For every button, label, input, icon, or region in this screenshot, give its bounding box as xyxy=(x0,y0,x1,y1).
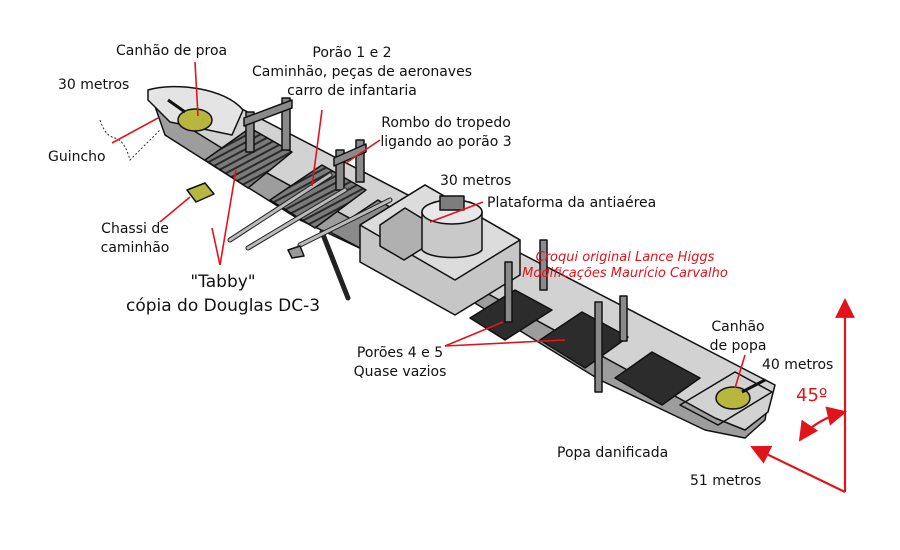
label-aa-platform: Plataforma da antiaérea xyxy=(487,195,657,211)
credits: Croqui original Lance Higgs Modificações… xyxy=(520,250,730,282)
label-stern-gun: Canhão de popa xyxy=(709,319,767,354)
orientation-arrows xyxy=(750,298,855,493)
bow-gun xyxy=(177,108,213,132)
angle-arc xyxy=(798,406,847,442)
hold-1 xyxy=(204,127,293,189)
pointer-hold5 xyxy=(444,339,566,347)
debris xyxy=(287,245,305,259)
label-damaged-stern: Popa danificada xyxy=(557,445,669,461)
label-winch: Guincho xyxy=(48,149,106,165)
truck-chassis xyxy=(186,182,215,203)
label-total-length: 51 metros xyxy=(690,473,762,489)
hold-6 xyxy=(614,351,701,406)
pointer-torpedo xyxy=(345,139,381,164)
label-tabby: "Tabby" cópia do Douglas DC-3 xyxy=(118,270,328,318)
pointer-winch xyxy=(111,117,159,144)
tabby-line2: cópia do Douglas DC-3 xyxy=(125,296,321,316)
tabby-line1: "Tabby" xyxy=(190,272,256,292)
credit-line2: Modificações Maurício Carvalho xyxy=(522,266,728,281)
label-holds-4-5: Porões 4 e 5 Quase vazios xyxy=(348,344,452,382)
pointer-stern-gun xyxy=(734,354,746,389)
pointer-bow-gun xyxy=(194,61,199,117)
torpedo-line2: ligando ao porão 3 xyxy=(380,134,512,150)
kingposts xyxy=(243,97,628,393)
stern-deck xyxy=(679,371,773,426)
label-stern-length: 40 metros xyxy=(762,357,834,373)
pointer-hold2 xyxy=(311,109,323,187)
label-bow-length: 30 metros xyxy=(58,77,130,93)
pointer-hold4 xyxy=(444,321,504,347)
label-truck-chassis: Chassi de caminhão xyxy=(100,221,170,256)
ship-illustration xyxy=(147,85,776,439)
label-angle: 45º xyxy=(796,385,828,406)
credit-line1: Croqui original Lance Higgs xyxy=(535,250,715,265)
annotation-lines xyxy=(111,61,746,389)
label-bow-gun: Canhão de proa xyxy=(116,43,228,59)
label-mid-length: 30 metros xyxy=(440,173,512,189)
hold-5 xyxy=(539,311,629,369)
torpedo-line1: Rombo do tropedo xyxy=(381,115,511,131)
hold-1-2-line2: carro de infantaria xyxy=(287,83,417,99)
holds-4-5-line2: Quase vazios xyxy=(353,364,447,380)
pointer-tabby-a xyxy=(219,169,237,266)
hold-1-2-title: Porão 1 e 2 xyxy=(312,45,392,61)
holds-4-5-line1: Porões 4 e 5 xyxy=(356,345,444,361)
winch-cable xyxy=(99,119,161,161)
funnel xyxy=(421,212,483,259)
label-torpedo-hole: Rombo do tropedo ligando ao porão 3 xyxy=(376,114,516,152)
label-hold-1-2: Porão 1 e 2 Caminhão, peças de aeronaves… xyxy=(252,44,472,101)
hold-1-2-line1: Caminhão, peças de aeronaves xyxy=(252,64,472,80)
diagonal-arrow xyxy=(750,445,846,493)
stern-gun xyxy=(715,386,751,410)
pointer-chassis xyxy=(159,196,191,223)
pointer-aa xyxy=(429,201,484,223)
pointer-tabby-b xyxy=(211,227,221,266)
